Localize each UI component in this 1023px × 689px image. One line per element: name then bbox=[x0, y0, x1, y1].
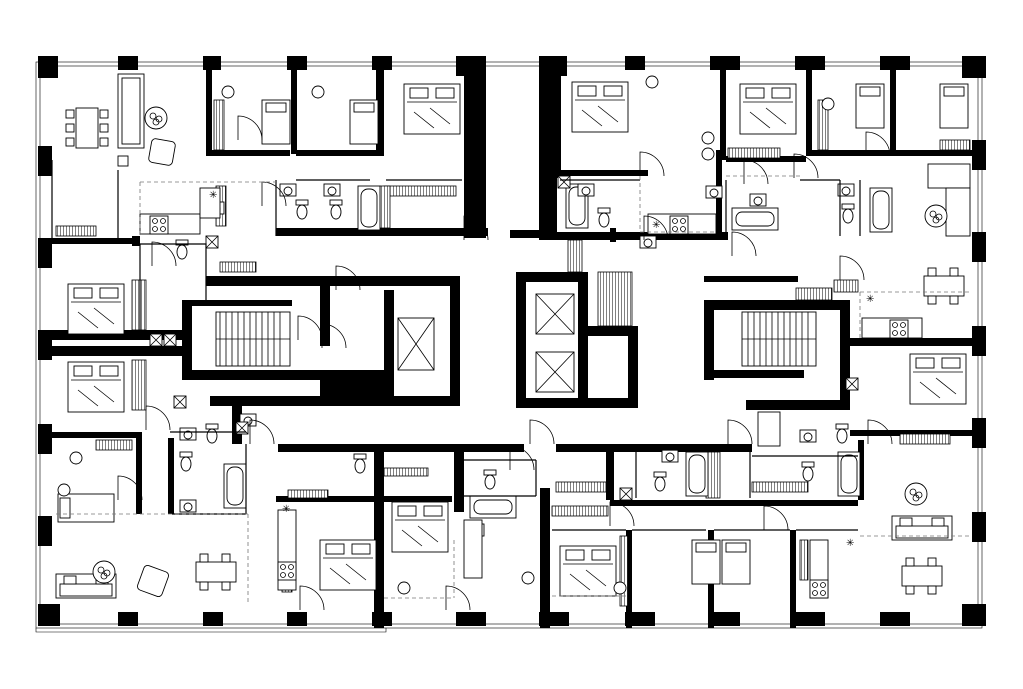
svg-text:✳: ✳ bbox=[282, 504, 290, 515]
exterior-columns bbox=[38, 56, 986, 626]
stair-icon bbox=[215, 311, 817, 367]
wardrobe-icon bbox=[55, 99, 971, 607]
bed-icon bbox=[57, 81, 969, 597]
svg-text:✳: ✳ bbox=[866, 294, 874, 305]
stove-icon bbox=[139, 187, 923, 599]
plant-icon bbox=[92, 106, 948, 584]
vent-marker-icon: ✳ ✳ ✳ ✳ ✳ bbox=[209, 190, 874, 549]
svg-text:✳: ✳ bbox=[846, 538, 854, 549]
interior-partitions bbox=[51, 160, 861, 531]
dining-table-icon bbox=[65, 107, 965, 595]
elevator-icon bbox=[397, 293, 575, 393]
svg-text:✳: ✳ bbox=[652, 220, 660, 231]
zone-lines bbox=[56, 175, 972, 604]
structural-walls bbox=[52, 66, 974, 628]
svg-text:✳: ✳ bbox=[209, 190, 217, 201]
sofa-icon bbox=[55, 73, 971, 599]
sink-icon bbox=[57, 75, 855, 595]
